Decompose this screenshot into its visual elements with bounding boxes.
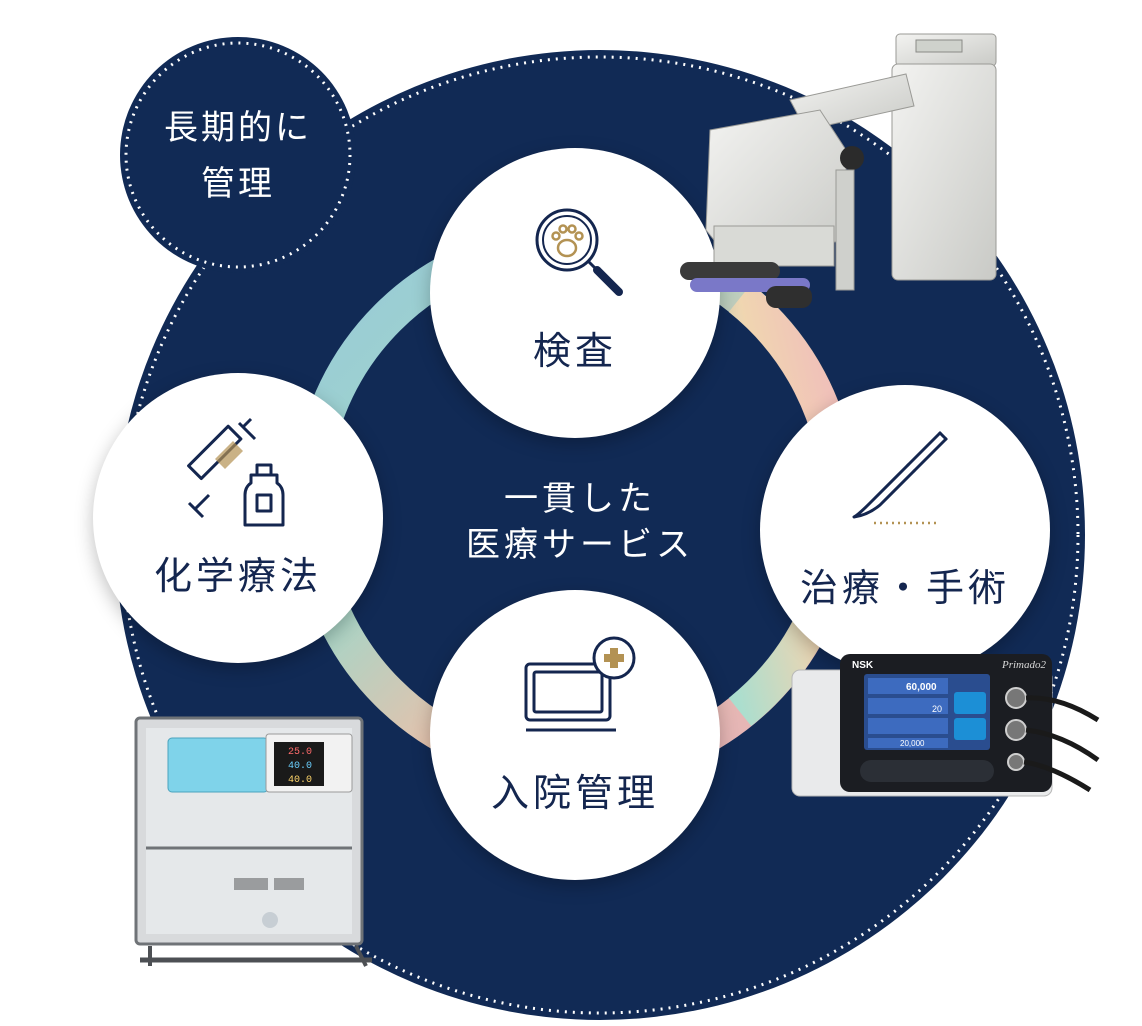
incubator-reading-3: 40.0 [288,775,312,786]
badge-circle [120,37,356,273]
node-chemo-label: 化学療法 [153,554,322,598]
main-circle-dotted-border [120,55,1080,1015]
node-hospital: 入院管理 [430,590,720,880]
unit-preset: 20,000 [900,739,925,748]
scalpel-icon [852,431,948,525]
incubator-reading-1: 25.0 [288,747,312,758]
center-line2: 医療サービス [466,525,694,565]
node-treatment-label: 治療・手術 [799,566,1010,610]
icu-incubator-image: 25.0 40.0 40.0 [134,716,372,967]
node-exam: 検査 [430,148,720,438]
node-treatment: 治療・手術 [760,385,1050,675]
surgical-microscope-image [680,33,997,308]
center-caption: 一貫した 医療サービス [420,476,740,576]
surgical-motor-unit-image: NSK Primado2 60,000 20 20,000 [791,654,1100,797]
unit-brand: NSK [852,660,874,671]
magnifier-paw-icon [535,208,623,296]
badge: 長期的に 管理 [138,100,338,220]
incubator-reading-2: 40.0 [288,761,312,772]
unit-irrigation: 20 [932,704,942,714]
syringe-vial-icon [187,417,285,527]
node-hospital-label: 入院管理 [490,771,659,815]
badge-circle-dotted-border [124,41,352,269]
unit-model: Primado2 [1001,659,1047,671]
node-chemo: 化学療法 [93,373,383,663]
badge-line2: 管理 [201,164,275,204]
center-line1: 一貫した [504,479,656,519]
monitor-plus-icon [524,636,636,732]
badge-line1: 長期的に [164,108,312,148]
node-exam-label: 検査 [532,329,617,373]
unit-speed: 60,000 [906,682,937,693]
